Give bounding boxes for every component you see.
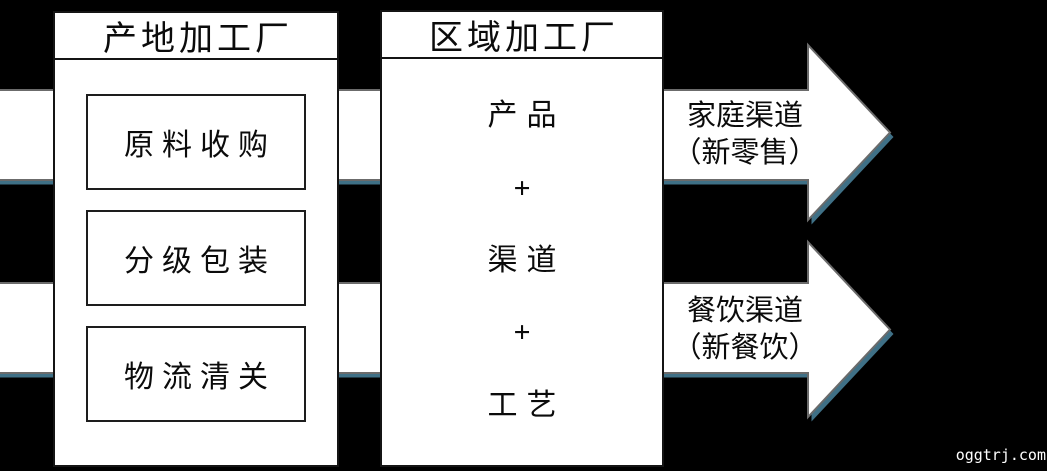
catering-channel-label-line2: （新餐饮）	[672, 332, 818, 364]
regional-factory-stack: 产品 + 渠道 + 工艺	[382, 59, 662, 463]
stack-item-channel: 渠道	[487, 243, 566, 277]
stack-item-craft: 工艺	[487, 388, 566, 422]
stack-item-product: 产品	[487, 99, 566, 133]
watermark-text: oggtrj.com	[955, 446, 1046, 464]
origin-factory-box: 产地加工厂 原料收购 分级包装 物流清关	[53, 11, 339, 467]
origin-factory-title: 产地加工厂	[55, 13, 337, 60]
home-channel-label: 家庭渠道 （新零售）	[664, 98, 826, 172]
home-channel-label-line1: 家庭渠道	[686, 100, 803, 132]
regional-factory-box: 区域加工厂 产品 + 渠道 + 工艺	[380, 10, 664, 467]
home-channel-label-line2: （新零售）	[672, 137, 818, 169]
step-grading-packaging: 分级包装	[86, 210, 306, 306]
step-logistics-customs: 物流清关	[86, 326, 306, 422]
catering-channel-label-line1: 餐饮渠道	[686, 295, 803, 327]
regional-factory-title: 区域加工厂	[382, 12, 662, 59]
origin-factory-steps: 原料收购 分级包装 物流清关	[55, 60, 337, 422]
step-raw-material-purchase: 原料收购	[86, 94, 306, 190]
catering-channel-label: 餐饮渠道 （新餐饮）	[664, 293, 826, 367]
plus-sign: +	[513, 316, 531, 350]
plus-sign: +	[513, 171, 531, 205]
